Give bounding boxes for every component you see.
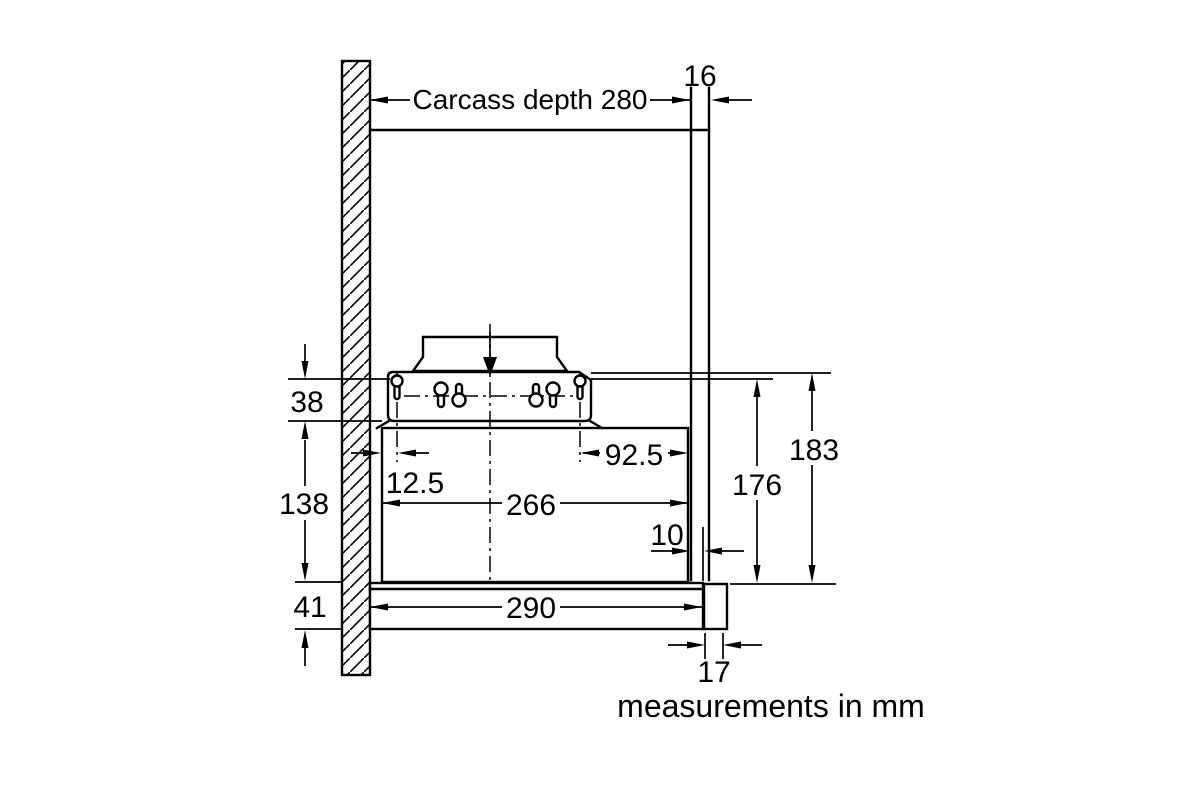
dimension-12-5: 12.5 [351, 449, 444, 500]
arrow-left-icon [704, 547, 722, 555]
arrow-left-icon [581, 449, 599, 457]
dimension-266: 266 [382, 489, 688, 522]
visor-panel [368, 581, 705, 631]
arrow-left-icon [398, 449, 416, 457]
dimension-17: 17 [668, 633, 762, 689]
keyhole-circle [390, 374, 404, 388]
arrow-left-icon [370, 96, 388, 104]
dimension-92-5: 92.5 [581, 439, 688, 472]
front-panel [689, 86, 711, 582]
dimension-label: 138 [279, 488, 329, 521]
dimension-label: 12.5 [386, 467, 444, 500]
keyhole-pair-left [433, 381, 467, 409]
dimension-290: 290 [370, 592, 702, 625]
arrow-right-icon [672, 547, 690, 555]
arrow-down-icon [753, 565, 761, 583]
dimension-carcass-depth: Carcass depth 280 [370, 84, 690, 115]
arrow-left-icon [711, 96, 729, 104]
dimension-label: 16 [683, 60, 716, 93]
dimension-label: 266 [506, 489, 556, 522]
dimension-label: 92.5 [605, 439, 663, 472]
dimension-label: 183 [789, 434, 839, 467]
keyhole-circle [451, 392, 467, 408]
keyhole-circle [545, 381, 561, 397]
arrow-left-icon [382, 499, 400, 507]
arrow-down-icon [808, 565, 816, 583]
dimension-label: 176 [732, 469, 782, 502]
hood-body [380, 426, 690, 584]
dimension-183: 183 [591, 372, 839, 585]
arrow-right-icon [687, 641, 705, 649]
arrow-right-icon [363, 449, 381, 457]
keyhole-pair-right [528, 381, 561, 409]
dimension-38: 38 [288, 344, 390, 422]
arrow-down-icon [301, 361, 309, 379]
dimension-label: 10 [650, 519, 683, 552]
extension-lines [704, 633, 724, 659]
arrow-up-icon [753, 379, 761, 397]
visor-front-trim [702, 582, 729, 631]
arrow-right-icon [670, 499, 688, 507]
keyhole-hook-right [573, 374, 587, 401]
dimension-10: 10 [650, 519, 744, 581]
unit-note: measurements in mm [617, 688, 925, 724]
dimension-label: 38 [290, 386, 323, 419]
arrow-up-icon [301, 421, 309, 439]
dimension-41: 41 [293, 581, 342, 666]
keyhole-circle [528, 392, 544, 408]
arrow-down-icon [301, 563, 309, 581]
dimension-label: 290 [506, 592, 556, 625]
dimension-176: 176 [591, 378, 782, 583]
arrow-up-icon [808, 373, 816, 391]
plate-feet [375, 419, 604, 430]
keyhole-circle [573, 374, 587, 388]
dimension-label: 17 [697, 656, 730, 689]
airflow-arrow-icon [483, 357, 497, 376]
arrow-left-icon [370, 603, 388, 611]
dimension-label: Carcass depth 280 [412, 84, 647, 115]
arrow-right-icon [670, 449, 688, 457]
wall-section-hatched [340, 59, 372, 677]
arrow-left-icon [723, 641, 741, 649]
dimension-label: 41 [293, 591, 326, 624]
keyhole-hook-left [390, 374, 404, 401]
keyhole-circle [433, 381, 449, 397]
arrow-right-icon [672, 96, 690, 104]
extension-lines [295, 581, 342, 630]
arrow-up-icon [301, 630, 309, 648]
dimension-138: 138 [279, 421, 329, 581]
arrow-right-icon [684, 603, 702, 611]
dimension-panel-16: 16 [683, 60, 752, 104]
